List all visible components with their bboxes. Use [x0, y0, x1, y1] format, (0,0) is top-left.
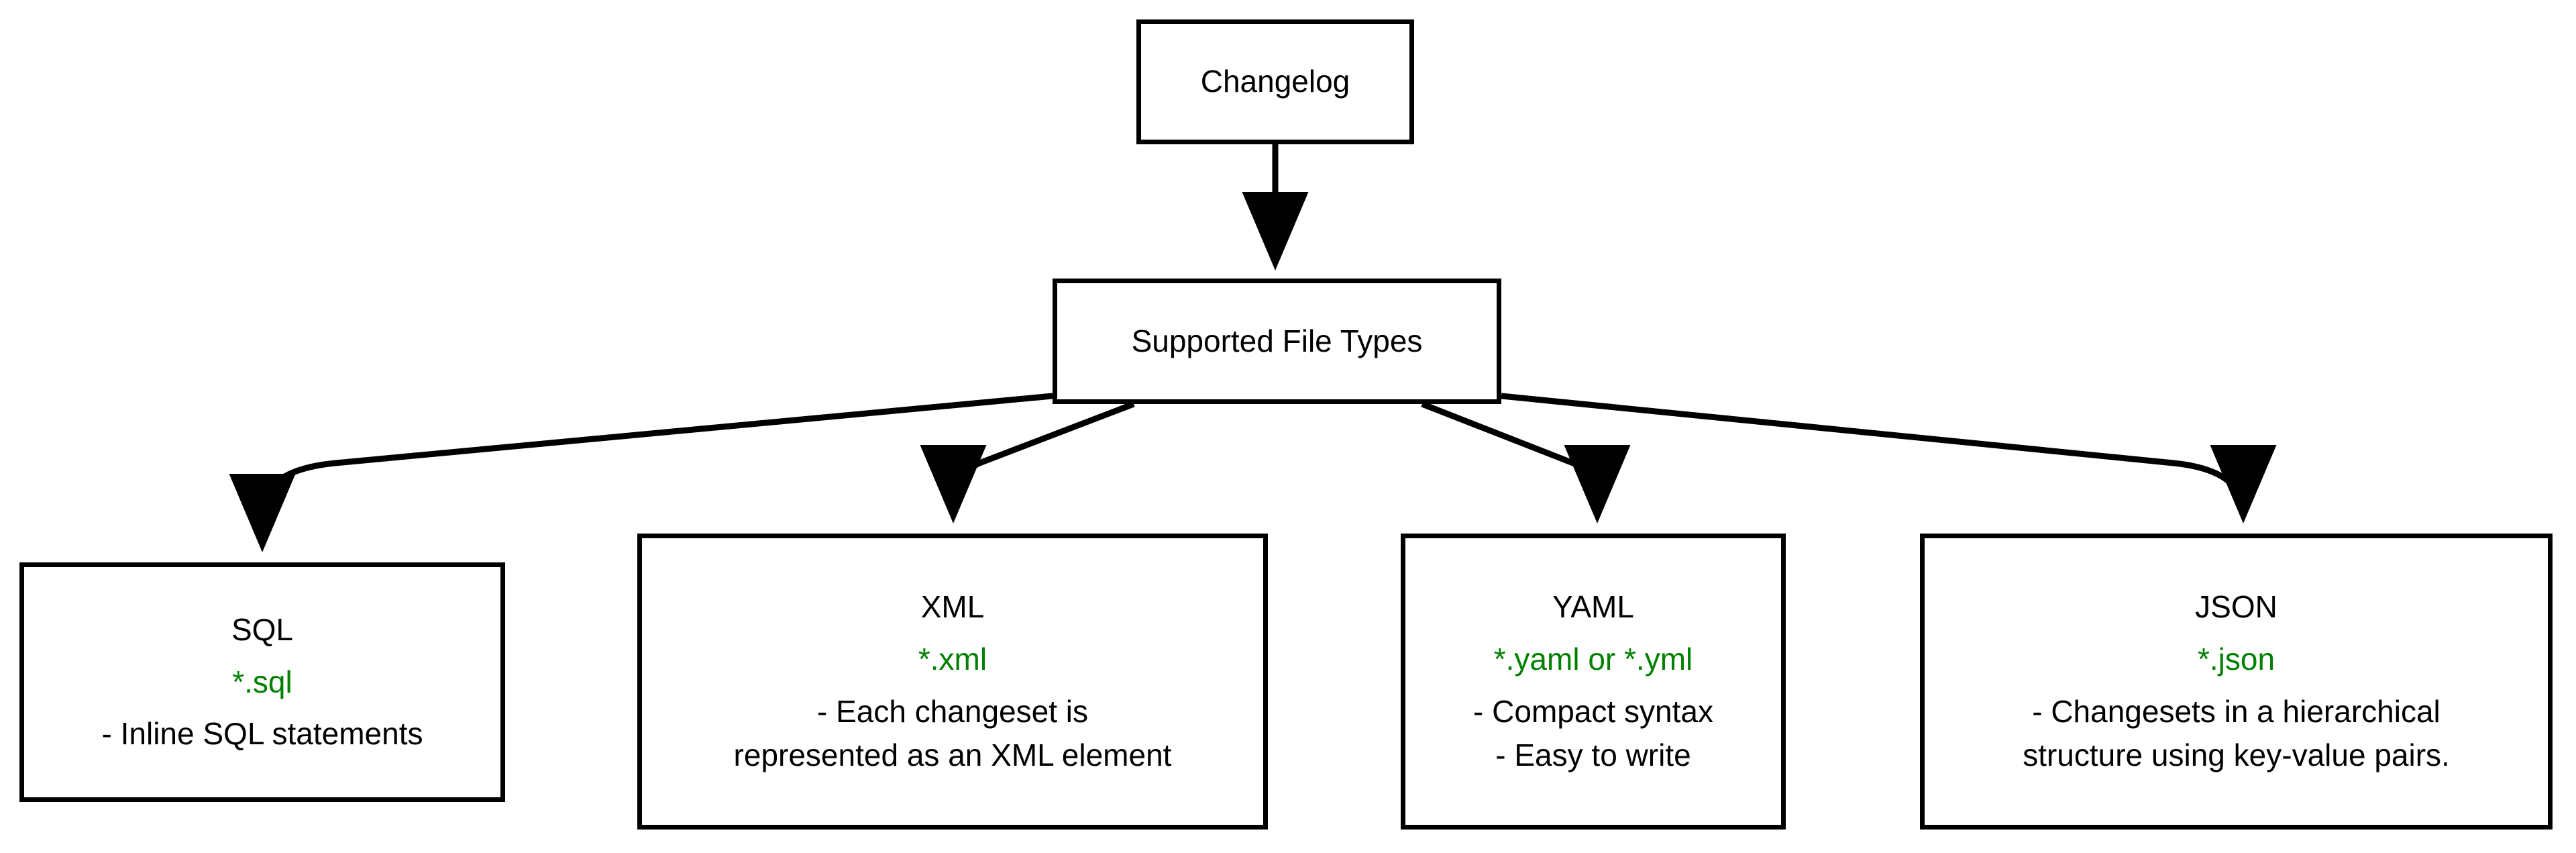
edge-supported-to-xml — [920, 401, 1135, 523]
node-yaml-extension: *.yaml or *.yml — [1493, 641, 1693, 676]
node-xml-title: XML — [920, 589, 985, 625]
node-yaml-description-line: - Easy to write — [1495, 738, 1691, 773]
node-json-description-line: structure using key-value pairs. — [2023, 738, 2450, 773]
node-sql-description-line: - Inline SQL statements — [101, 716, 423, 752]
node-sql-title: SQL — [231, 612, 294, 648]
node-json-extension: *.json — [2197, 641, 2275, 676]
node-json-description-line: - Changesets in a hierarchical — [2032, 693, 2440, 729]
node-yaml[interactable]: YAML *.yaml or *.yml - Compact syntax - … — [1401, 534, 1786, 830]
node-json-description: - Changesets in a hierarchical structure… — [2023, 693, 2450, 773]
node-sql-description: - Inline SQL statements — [102, 717, 423, 752]
node-xml-description-line: - Each changeset is — [816, 693, 1088, 729]
node-supported-file-types-title: Supported File Types — [1131, 323, 1423, 358]
edge-supported-to-yaml — [1421, 401, 1631, 523]
edge-supported-to-json — [1501, 393, 2277, 523]
node-xml-description-line: represented as an XML element — [733, 738, 1172, 773]
node-xml-extension: *.xml — [918, 641, 987, 676]
edge-supported-to-sql — [229, 393, 1053, 552]
node-json[interactable]: JSON *.json - Changesets in a hierarchic… — [1920, 534, 2553, 830]
node-sql-extension: *.sql — [232, 664, 292, 699]
node-changelog-title: Changelog — [1200, 64, 1350, 99]
node-yaml-description-line: - Compact syntax — [1473, 693, 1713, 729]
node-xml-description: - Each changeset is represented as an XM… — [733, 693, 1172, 773]
node-sql[interactable]: SQL *.sql - Inline SQL statements — [19, 562, 505, 802]
node-changelog[interactable]: Changelog — [1136, 19, 1414, 144]
node-supported-file-types[interactable]: Supported File Types — [1053, 279, 1501, 404]
node-json-title: JSON — [2195, 589, 2277, 625]
node-yaml-title: YAML — [1552, 589, 1634, 625]
node-yaml-description: - Compact syntax - Easy to write — [1473, 693, 1713, 773]
node-xml[interactable]: XML *.xml - Each changeset is represente… — [637, 534, 1268, 830]
